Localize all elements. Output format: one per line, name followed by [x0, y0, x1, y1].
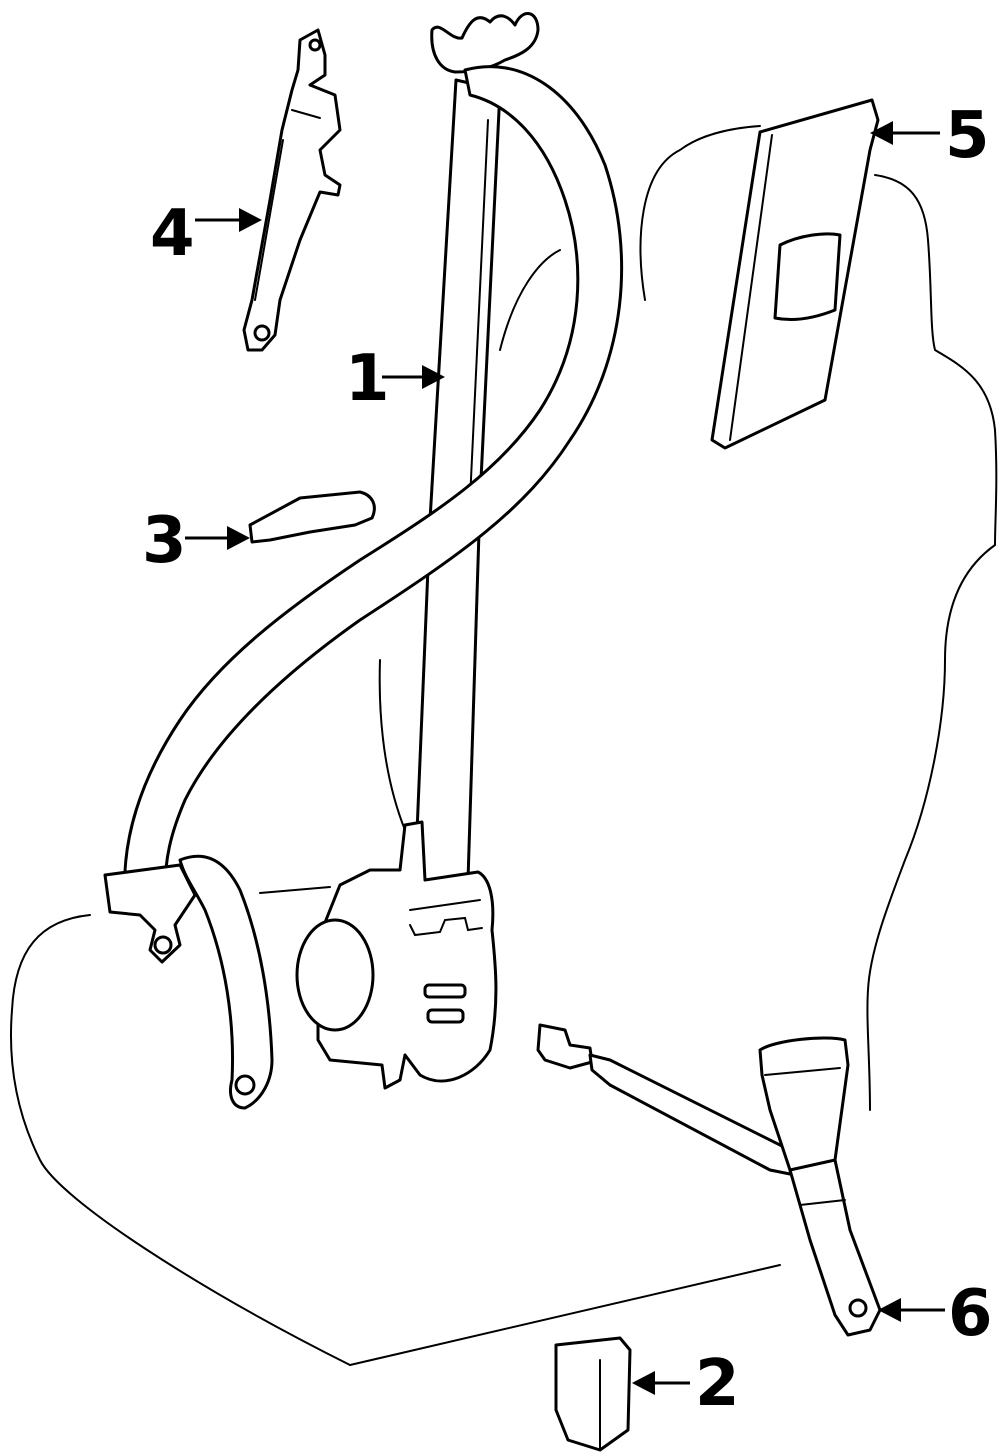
- callout-3-label: 3: [142, 504, 187, 578]
- callout-4: 4: [150, 197, 262, 271]
- callout-6-label: 6: [948, 1277, 993, 1351]
- callout-5-arrowhead: [870, 121, 893, 145]
- callout-1: 1: [345, 342, 445, 416]
- callout-5: 5: [870, 99, 990, 173]
- guide-cover: [248, 490, 376, 544]
- callout-3: 3: [142, 504, 250, 578]
- callout-1-arrowhead: [422, 365, 445, 389]
- pillar-guide: [710, 98, 880, 450]
- callout-2-label: 2: [695, 1347, 740, 1421]
- retractor-belt-assembly: [103, 12, 624, 1110]
- callout-2: 2: [632, 1347, 740, 1421]
- callout-6-arrowhead: [878, 1298, 901, 1322]
- callout-1-label: 1: [345, 342, 390, 416]
- callout-2-arrowhead: [632, 1371, 655, 1395]
- callout-5-label: 5: [945, 99, 990, 173]
- buckle-assembly: [536, 1023, 882, 1337]
- callout-6: 6: [878, 1277, 993, 1351]
- callout-4-label: 4: [150, 197, 195, 271]
- callout-3-arrowhead: [227, 526, 250, 550]
- seat-outline: [9, 125, 998, 1366]
- callout-4-arrowhead: [239, 208, 262, 232]
- anchor-cover: [554, 1336, 632, 1452]
- height-adjuster: [242, 28, 342, 352]
